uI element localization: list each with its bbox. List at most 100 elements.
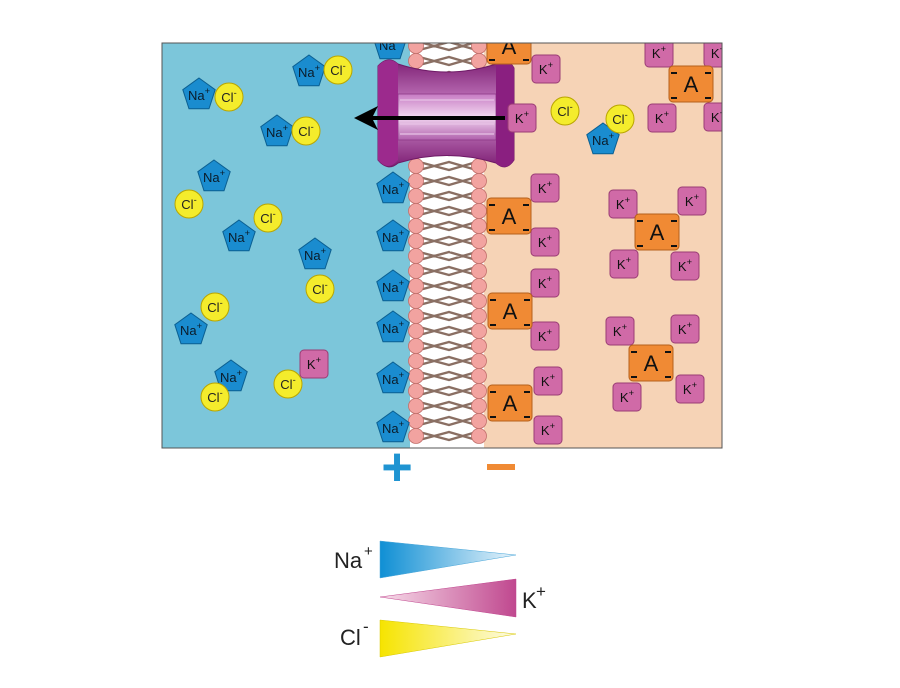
anion-protein: A bbox=[486, 197, 532, 235]
lipid-head bbox=[471, 248, 487, 264]
lipid-pair bbox=[421, 355, 475, 367]
svg-text:Cl-: Cl- bbox=[181, 195, 196, 212]
lipid-pair bbox=[421, 385, 475, 397]
legend-k-charge: + bbox=[536, 582, 546, 601]
sodium-ion: Na+ bbox=[174, 312, 208, 345]
anion-protein: A bbox=[487, 292, 533, 330]
sodium-ion: Na+ bbox=[586, 122, 620, 155]
lipid-head bbox=[471, 323, 487, 339]
lipid-head bbox=[408, 368, 424, 384]
lipid-head bbox=[471, 308, 487, 324]
potassium-ion: K+ bbox=[675, 374, 705, 404]
lipid-pair bbox=[421, 265, 475, 277]
chloride-ion: Cl- bbox=[305, 274, 335, 304]
potassium-ion: K+ bbox=[507, 103, 537, 133]
lipid-pair bbox=[421, 430, 475, 442]
lipid-head bbox=[471, 278, 487, 294]
svg-text:Na+: Na+ bbox=[304, 246, 326, 263]
lipid-head bbox=[471, 338, 487, 354]
cl-gradient-wedge bbox=[379, 619, 517, 658]
chloride-ion: Cl- bbox=[323, 55, 353, 85]
lipid-bilayer bbox=[354, 43, 515, 444]
lipid-head bbox=[471, 188, 487, 204]
potassium-ion: K+ bbox=[670, 251, 700, 281]
potassium-ion: K+ bbox=[530, 227, 560, 257]
anion-protein: A bbox=[628, 344, 674, 382]
lipid-head bbox=[471, 383, 487, 399]
sodium-ion: Na+ bbox=[182, 77, 216, 110]
lipid-head bbox=[471, 428, 487, 444]
sodium-ion: Na+ bbox=[376, 269, 410, 302]
svg-text:Na+: Na+ bbox=[266, 123, 288, 140]
na-gradient-wedge bbox=[379, 540, 517, 579]
chloride-ion: Cl- bbox=[200, 382, 230, 412]
potassium-ion: K+ bbox=[612, 382, 642, 412]
lipid-head bbox=[408, 233, 424, 249]
lipid-head bbox=[408, 53, 424, 69]
sodium-ion: Na+ bbox=[376, 310, 410, 343]
lipid-head bbox=[408, 338, 424, 354]
lipid-head bbox=[471, 218, 487, 234]
svg-text:Na+: Na+ bbox=[382, 228, 404, 245]
lipid-head bbox=[471, 368, 487, 384]
lipid-pair bbox=[421, 400, 475, 412]
lipid-head bbox=[408, 383, 424, 399]
lipid-pair bbox=[421, 175, 475, 187]
lipid-pair bbox=[421, 295, 475, 307]
svg-text:Na+: Na+ bbox=[382, 419, 404, 436]
lipid-pair bbox=[421, 340, 475, 352]
potassium-ion: K+ bbox=[533, 366, 563, 396]
lipid-pair bbox=[421, 250, 475, 262]
lipid-head bbox=[408, 398, 424, 414]
lipid-head bbox=[408, 173, 424, 189]
inside-charge-marker bbox=[487, 464, 515, 470]
lipid-pair bbox=[421, 235, 475, 247]
svg-text:Cl-: Cl- bbox=[298, 122, 313, 139]
lipid-pair bbox=[421, 55, 475, 67]
lipid-head bbox=[471, 413, 487, 429]
chloride-ion: Cl- bbox=[550, 96, 580, 126]
lipid-pair bbox=[421, 325, 475, 337]
svg-text:A: A bbox=[644, 351, 659, 376]
lipid-head bbox=[471, 398, 487, 414]
legend-cl-charge: - bbox=[363, 617, 369, 636]
svg-text:Cl-: Cl- bbox=[207, 298, 222, 315]
svg-text:Cl-: Cl- bbox=[612, 110, 627, 127]
potassium-ion: K+ bbox=[533, 415, 563, 445]
lipid-head bbox=[408, 158, 424, 174]
lipid-head bbox=[408, 353, 424, 369]
potassium-ion: K+ bbox=[530, 173, 560, 203]
lipid-head bbox=[471, 43, 487, 54]
lipid-head bbox=[408, 413, 424, 429]
lipid-head bbox=[471, 353, 487, 369]
potassium-ion: K+ bbox=[605, 316, 635, 346]
lipid-pair bbox=[421, 220, 475, 232]
lipid-pair bbox=[421, 205, 475, 217]
lipid-pair bbox=[421, 415, 475, 427]
potassium-ion: K+ bbox=[647, 103, 677, 133]
lipid-head bbox=[408, 43, 424, 54]
svg-text:Cl-: Cl- bbox=[312, 280, 327, 297]
sodium-ion: Na+ bbox=[376, 171, 410, 204]
potassium-ion: K+ bbox=[531, 54, 561, 84]
svg-text:Na+: Na+ bbox=[379, 36, 401, 53]
potassium-ion: K+ bbox=[670, 314, 700, 344]
potassium-ion: K+ bbox=[703, 102, 725, 132]
lipid-head bbox=[408, 203, 424, 219]
ion-channel bbox=[377, 59, 515, 168]
svg-text:Cl-: Cl- bbox=[557, 102, 572, 119]
svg-text:Na+: Na+ bbox=[382, 370, 404, 387]
svg-text:Na+: Na+ bbox=[382, 319, 404, 336]
legend-cl-label: Cl bbox=[340, 625, 361, 650]
svg-text:K+: K+ bbox=[711, 108, 725, 125]
sodium-ion: Na+ bbox=[376, 410, 410, 443]
lipid-head bbox=[471, 158, 487, 174]
lipid-head bbox=[471, 233, 487, 249]
svg-text:Na+: Na+ bbox=[382, 180, 404, 197]
potassium-ion: K+ bbox=[608, 189, 638, 219]
k-gradient-wedge bbox=[379, 578, 517, 618]
svg-text:Cl-: Cl- bbox=[330, 61, 345, 78]
legend-na-charge: + bbox=[364, 543, 373, 560]
svg-text:Na+: Na+ bbox=[382, 278, 404, 295]
